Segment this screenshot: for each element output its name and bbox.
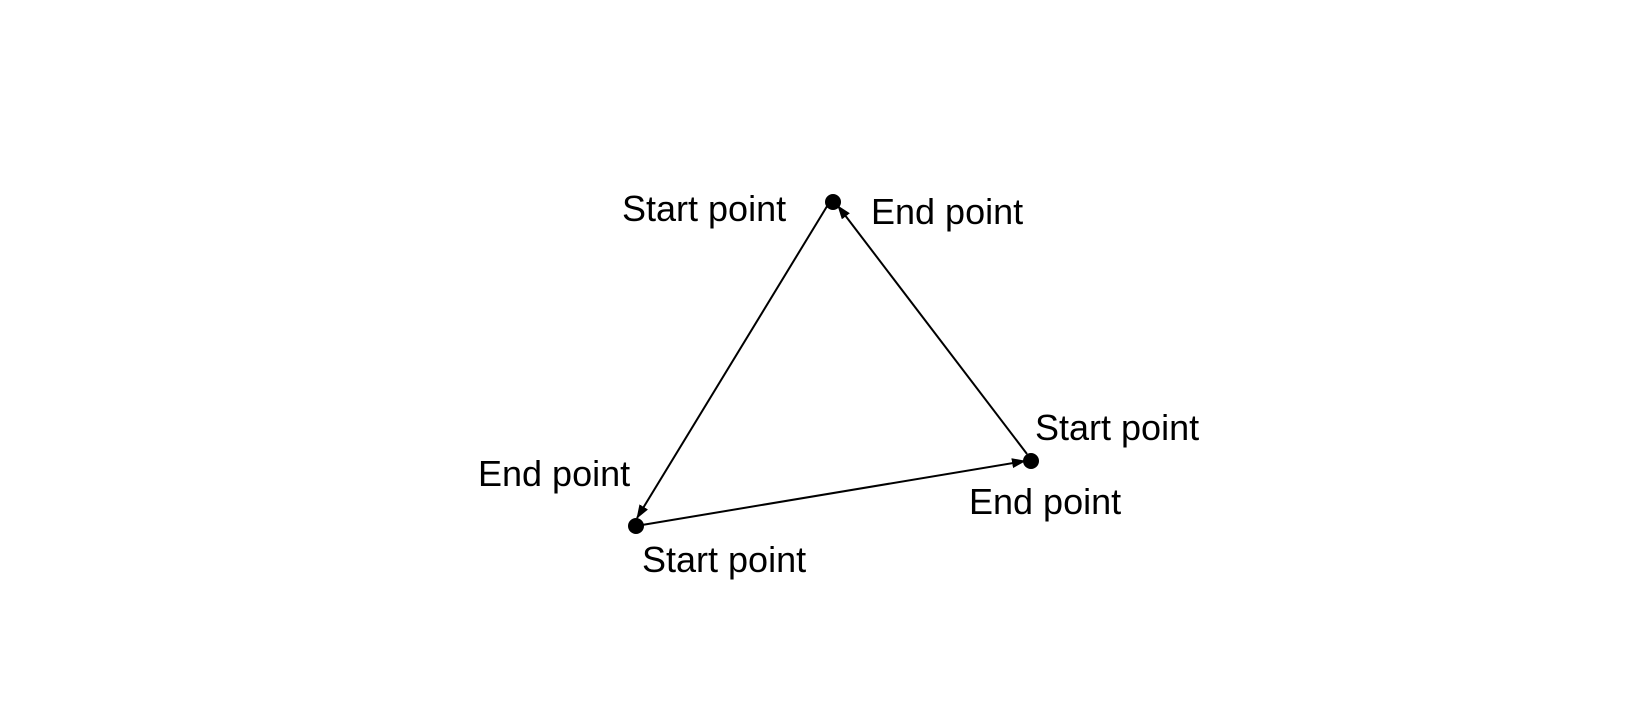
edge-right-to-top [837, 205, 1028, 455]
edge-bottom-left-to-right [635, 458, 1026, 527]
label-top-end: End point [871, 191, 1023, 232]
edge-top-to-bottom-left [636, 202, 830, 519]
label-left-end: End point [478, 453, 630, 494]
label-right-start: Start point [1035, 407, 1199, 448]
label-top-start: Start point [622, 188, 786, 229]
vertex-right [1023, 453, 1039, 469]
vertex-top [825, 194, 841, 210]
label-bottom-start: Start point [642, 539, 806, 580]
vertex-bottom-left [628, 518, 644, 534]
label-right-end: End point [969, 481, 1121, 522]
